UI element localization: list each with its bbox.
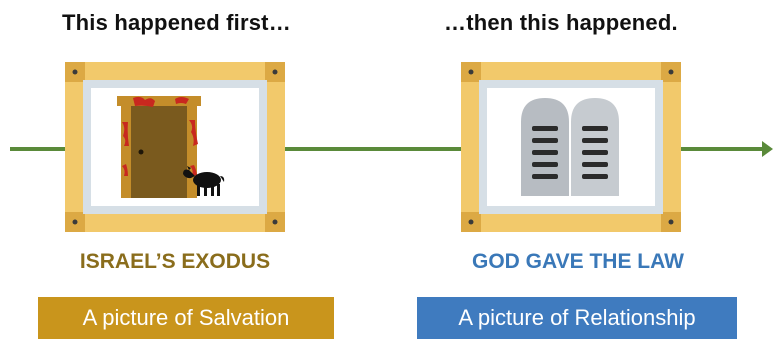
law-title: GOD GAVE THE LAW: [472, 250, 684, 273]
door-with-blood-and-lamb-icon: [117, 96, 225, 198]
relationship-caption: A picture of Relationship: [458, 305, 696, 330]
heading-first: This happened first…: [62, 10, 291, 35]
salvation-caption-box: A picture of Salvation: [38, 297, 334, 339]
exodus-title: ISRAEL’S EXODUS: [79, 250, 271, 273]
heading-then: …then this happened.: [444, 10, 678, 35]
law-picture-frame: [461, 62, 681, 232]
exodus-picture-frame: [65, 62, 285, 232]
salvation-caption: A picture of Salvation: [82, 305, 290, 330]
relationship-caption-box: A picture of Relationship: [417, 297, 737, 339]
stone-tablets-icon: [521, 98, 619, 196]
